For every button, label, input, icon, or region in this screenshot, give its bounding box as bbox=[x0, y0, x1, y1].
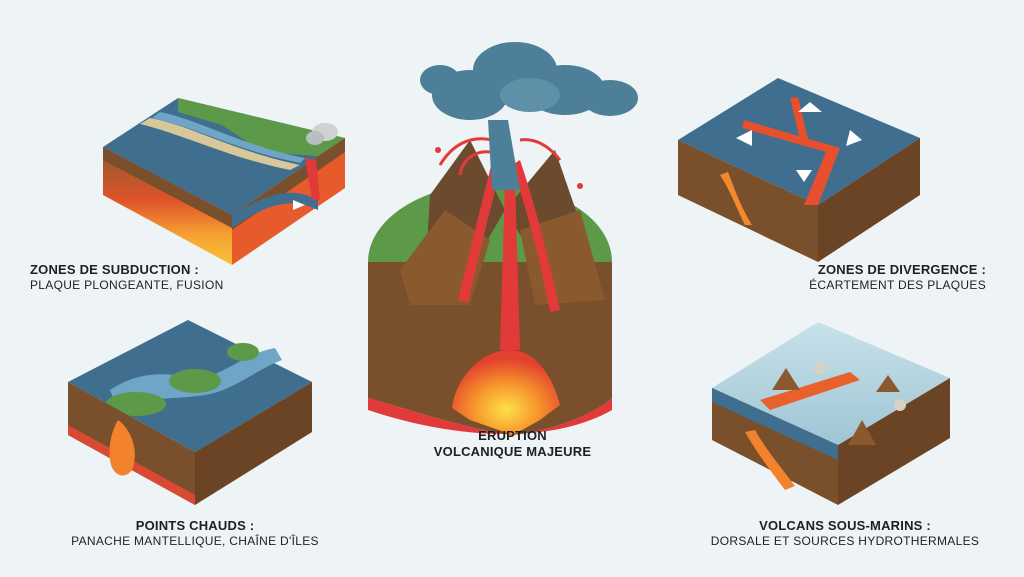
subduction-block bbox=[103, 98, 345, 265]
eruption-line2: VOLCANIQUE MAJEURE bbox=[433, 444, 592, 460]
submarine-block bbox=[712, 322, 950, 505]
divergence-caption: ZONES DE DIVERGENCE : ÉCARTEMENT DES PLA… bbox=[760, 262, 986, 293]
central-volcano bbox=[368, 42, 638, 435]
subduction-title: ZONES DE SUBDUCTION : bbox=[30, 262, 199, 277]
hotspot-subtitle: PANACHE MANTELLIQUE, CHAÎNE D'ÎLES bbox=[71, 534, 319, 549]
eruption-line1: ERUPTION bbox=[478, 428, 547, 443]
eruption-caption: ERUPTION VOLCANIQUE MAJEURE bbox=[400, 428, 625, 461]
submarine-subtitle: DORSALE ET SOURCES HYDROTHERMALES bbox=[710, 534, 980, 549]
divergence-subtitle: ÉCARTEMENT DES PLAQUES bbox=[809, 278, 986, 293]
divergence-title: ZONES DE DIVERGENCE : bbox=[817, 262, 986, 277]
submarine-title: VOLCANS SOUS-MARINS : bbox=[759, 518, 931, 533]
hotspot-caption: POINTS CHAUDS : PANACHE MANTELLIQUE, CHA… bbox=[50, 518, 340, 549]
submarine-caption: VOLCANS SOUS-MARINS : DORSALE ET SOURCES… bbox=[700, 518, 990, 549]
subduction-caption: ZONES DE SUBDUCTION : PLAQUE PLONGEANTE,… bbox=[30, 262, 224, 293]
hotspot-block bbox=[68, 320, 312, 505]
divergence-block bbox=[678, 78, 920, 262]
hotspot-title: POINTS CHAUDS : bbox=[135, 518, 255, 533]
subduction-subtitle: PLAQUE PLONGEANTE, FUSION bbox=[30, 278, 224, 293]
